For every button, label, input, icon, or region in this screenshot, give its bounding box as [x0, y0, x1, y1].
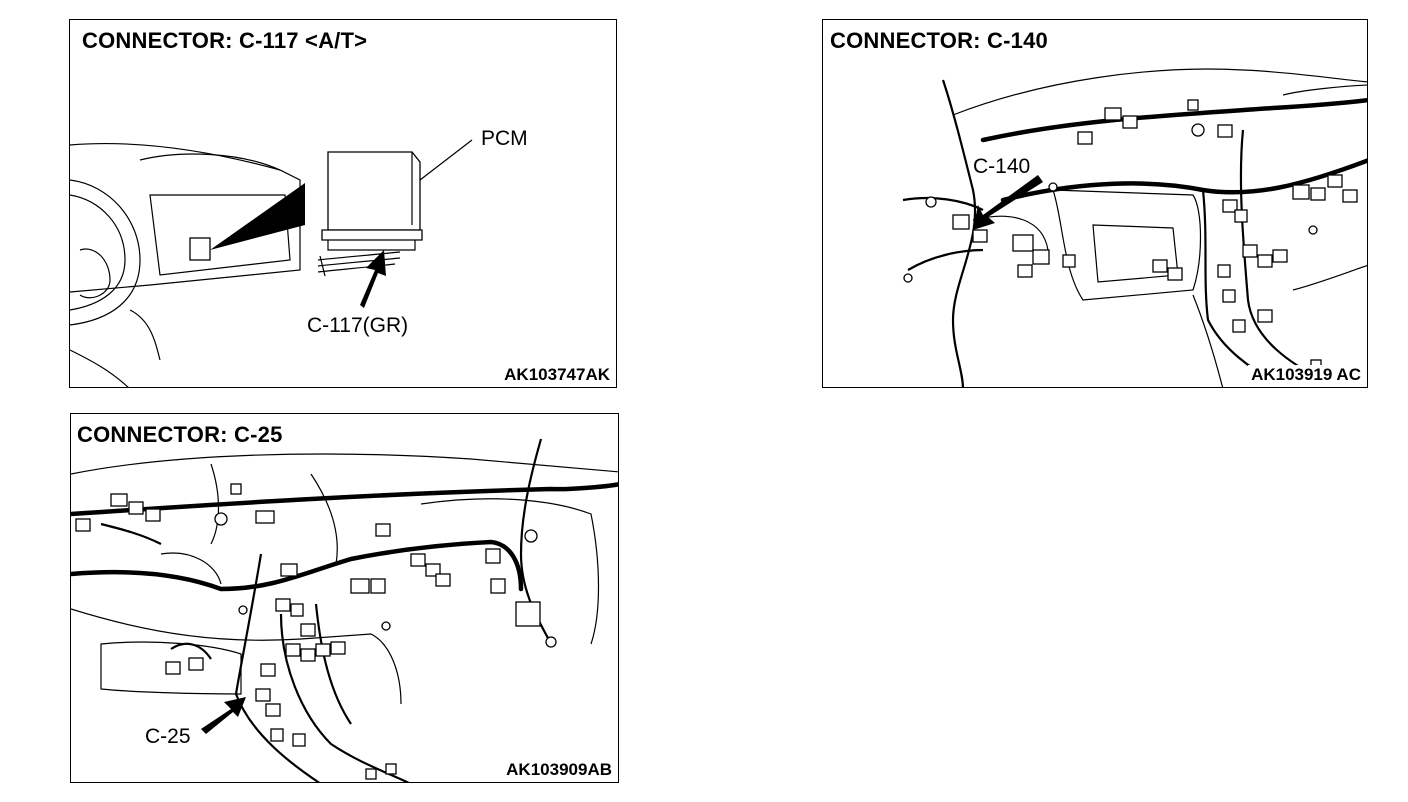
panel-c117: CONNECTOR: C-117 <A/T> PCM C-117(GR) AK1… — [69, 19, 617, 388]
figure-code: AK103919 AC — [1248, 365, 1361, 385]
connector-label: C-117(GR) — [307, 314, 409, 337]
panel-title: CONNECTOR: C-140 — [830, 28, 1052, 54]
c25-illustration — [71, 438, 618, 782]
panel-c25: CONNECTOR: C-25 C-25 AK103909AB — [70, 413, 619, 783]
panel-c140: CONNECTOR: C-140 C-140 AK103919 AC — [822, 19, 1368, 388]
figure-code: AK103747AK — [501, 365, 610, 385]
connector-label: C-25 — [145, 725, 191, 748]
panel-title: CONNECTOR: C-117 <A/T> — [82, 28, 372, 54]
connector-label: C-140 — [973, 155, 1031, 179]
panel-title: CONNECTOR: C-25 — [77, 422, 287, 448]
c117-illustration — [70, 139, 473, 387]
figure-code: AK103909AB — [503, 760, 612, 780]
pcm-label: PCM — [481, 127, 528, 150]
c140-illustration — [902, 68, 1367, 387]
